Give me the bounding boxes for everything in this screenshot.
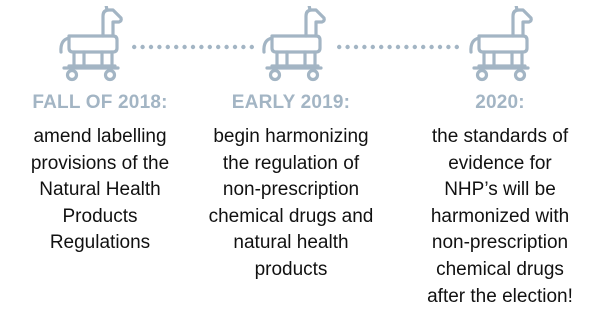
milestone-heading: EARLY 2019:: [231, 92, 351, 113]
milestone-description: the standards of evidence for NHP’s will…: [400, 124, 591, 310]
timeline-connector: [335, 44, 461, 50]
milestone-description: amend labelling provisions of the Natura…: [0, 124, 200, 257]
description-line: the regulation of: [222, 152, 360, 174]
description-line: harmonized with: [430, 205, 570, 227]
description-line: the standards of: [431, 126, 569, 147]
description-line: Products: [62, 205, 138, 227]
description-line: chemical drugs: [436, 258, 564, 280]
description-line: chemical drugs and: [208, 205, 374, 227]
description-line: NHP’s will be: [444, 179, 556, 201]
description-line: non-prescription: [431, 232, 569, 254]
description-line: Natural Health: [39, 179, 161, 201]
description-line: Regulations: [49, 232, 151, 254]
milestone-2020: 2020: the standards of evidence for NHP’…: [400, 92, 591, 310]
trojan-horse-icon: [55, 6, 125, 86]
description-line: natural health: [233, 232, 349, 254]
description-line: evidence for: [448, 152, 552, 174]
description-line: non-prescription: [222, 179, 360, 201]
milestone-early-2019: EARLY 2019: begin harmonizing the regula…: [191, 92, 391, 284]
milestone-heading: 2020:: [475, 92, 525, 113]
description-line: amend labelling: [33, 126, 167, 147]
milestone-fall-2018: FALL OF 2018: amend labelling provisions…: [0, 92, 200, 257]
milestone-description: begin harmonizing the regulation of non-…: [191, 124, 391, 284]
trojan-horse-icon: [465, 6, 535, 86]
description-line: provisions of the: [30, 152, 170, 174]
timeline-connector: [130, 44, 256, 50]
description-line: products: [254, 258, 328, 280]
trojan-horse-icon: [258, 6, 328, 86]
description-line: after the election!: [427, 285, 573, 307]
description-line: begin harmonizing: [213, 126, 369, 147]
milestone-heading: FALL OF 2018:: [32, 92, 168, 113]
